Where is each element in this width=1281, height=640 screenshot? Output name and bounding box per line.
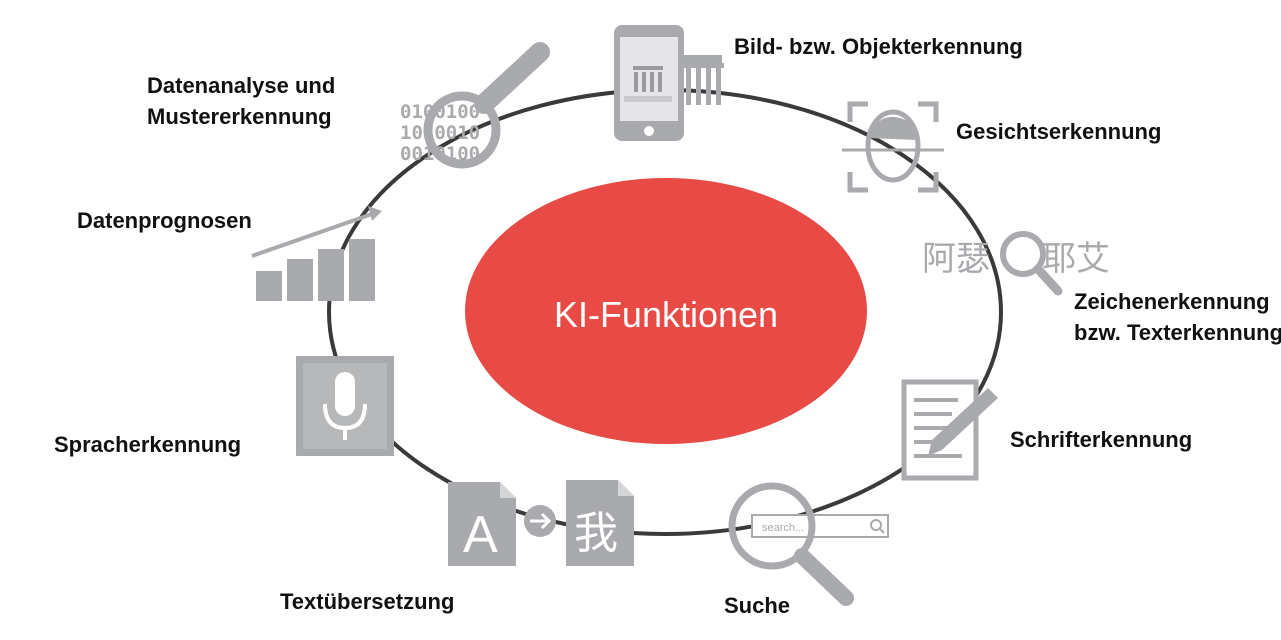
svg-text:search...: search... (762, 522, 804, 534)
label-zeichenerkennung-line2: bzw. Texterkennung (1074, 320, 1281, 345)
search-bar-magnifier-icon: search... (728, 482, 889, 606)
translate-icon: A 我 (448, 480, 634, 566)
smartphone-brandenburg-gate-icon (614, 25, 724, 141)
svg-text:阿瑟: 阿瑟 (922, 239, 990, 279)
character-search-icon: 阿瑟 耶艾 (922, 231, 1110, 296)
label-textuebersetzung: Textübersetzung (280, 589, 455, 614)
svg-text:耶艾: 耶艾 (1042, 239, 1110, 279)
document-pen-icon (901, 379, 998, 481)
center-title: KI-Funktionen (553, 294, 779, 335)
svg-text:A: A (463, 506, 498, 564)
label-schrifterkennung: Schrifterkennung (1010, 427, 1193, 452)
label-datenanalyse-line1: Datenanalyse und (147, 73, 336, 98)
face-scan-icon (842, 101, 944, 193)
label-bilderkennung: Bild- bzw. Objekterkennung (734, 34, 1023, 59)
label-zeichenerkennung-line1: Zeichenerkennung (1074, 289, 1270, 314)
label-spracherkennung: Spracherkennung (54, 432, 242, 457)
svg-text:0100100: 0100100 (400, 101, 480, 123)
label-suche: Suche (724, 593, 791, 618)
label-datenprognosen: Datenprognosen (77, 208, 252, 233)
bar-chart-trend-icon (251, 206, 382, 301)
microphone-icon (296, 356, 394, 456)
svg-text:1010010: 1010010 (400, 122, 480, 144)
label-gesichtserkennung: Gesichtserkennung (956, 119, 1162, 144)
svg-text:我: 我 (574, 508, 618, 559)
binary-magnifier-icon: 0100100 1010010 0010100 (400, 42, 550, 169)
center-ellipse (465, 178, 867, 444)
label-datenanalyse-line2: Mustererkennung (147, 104, 332, 129)
